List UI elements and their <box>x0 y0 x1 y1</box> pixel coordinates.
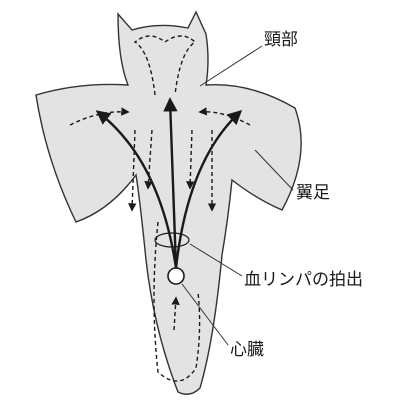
body-outline <box>36 12 301 394</box>
label-hemolymph-pumping: 血リンパの拍出 <box>244 272 363 289</box>
label-wing: 翼足 <box>296 185 330 202</box>
label-head: 頸部 <box>264 32 298 49</box>
heart-circle <box>168 268 184 284</box>
label-heart: 心臓 <box>230 342 264 359</box>
leader-head <box>200 46 262 86</box>
